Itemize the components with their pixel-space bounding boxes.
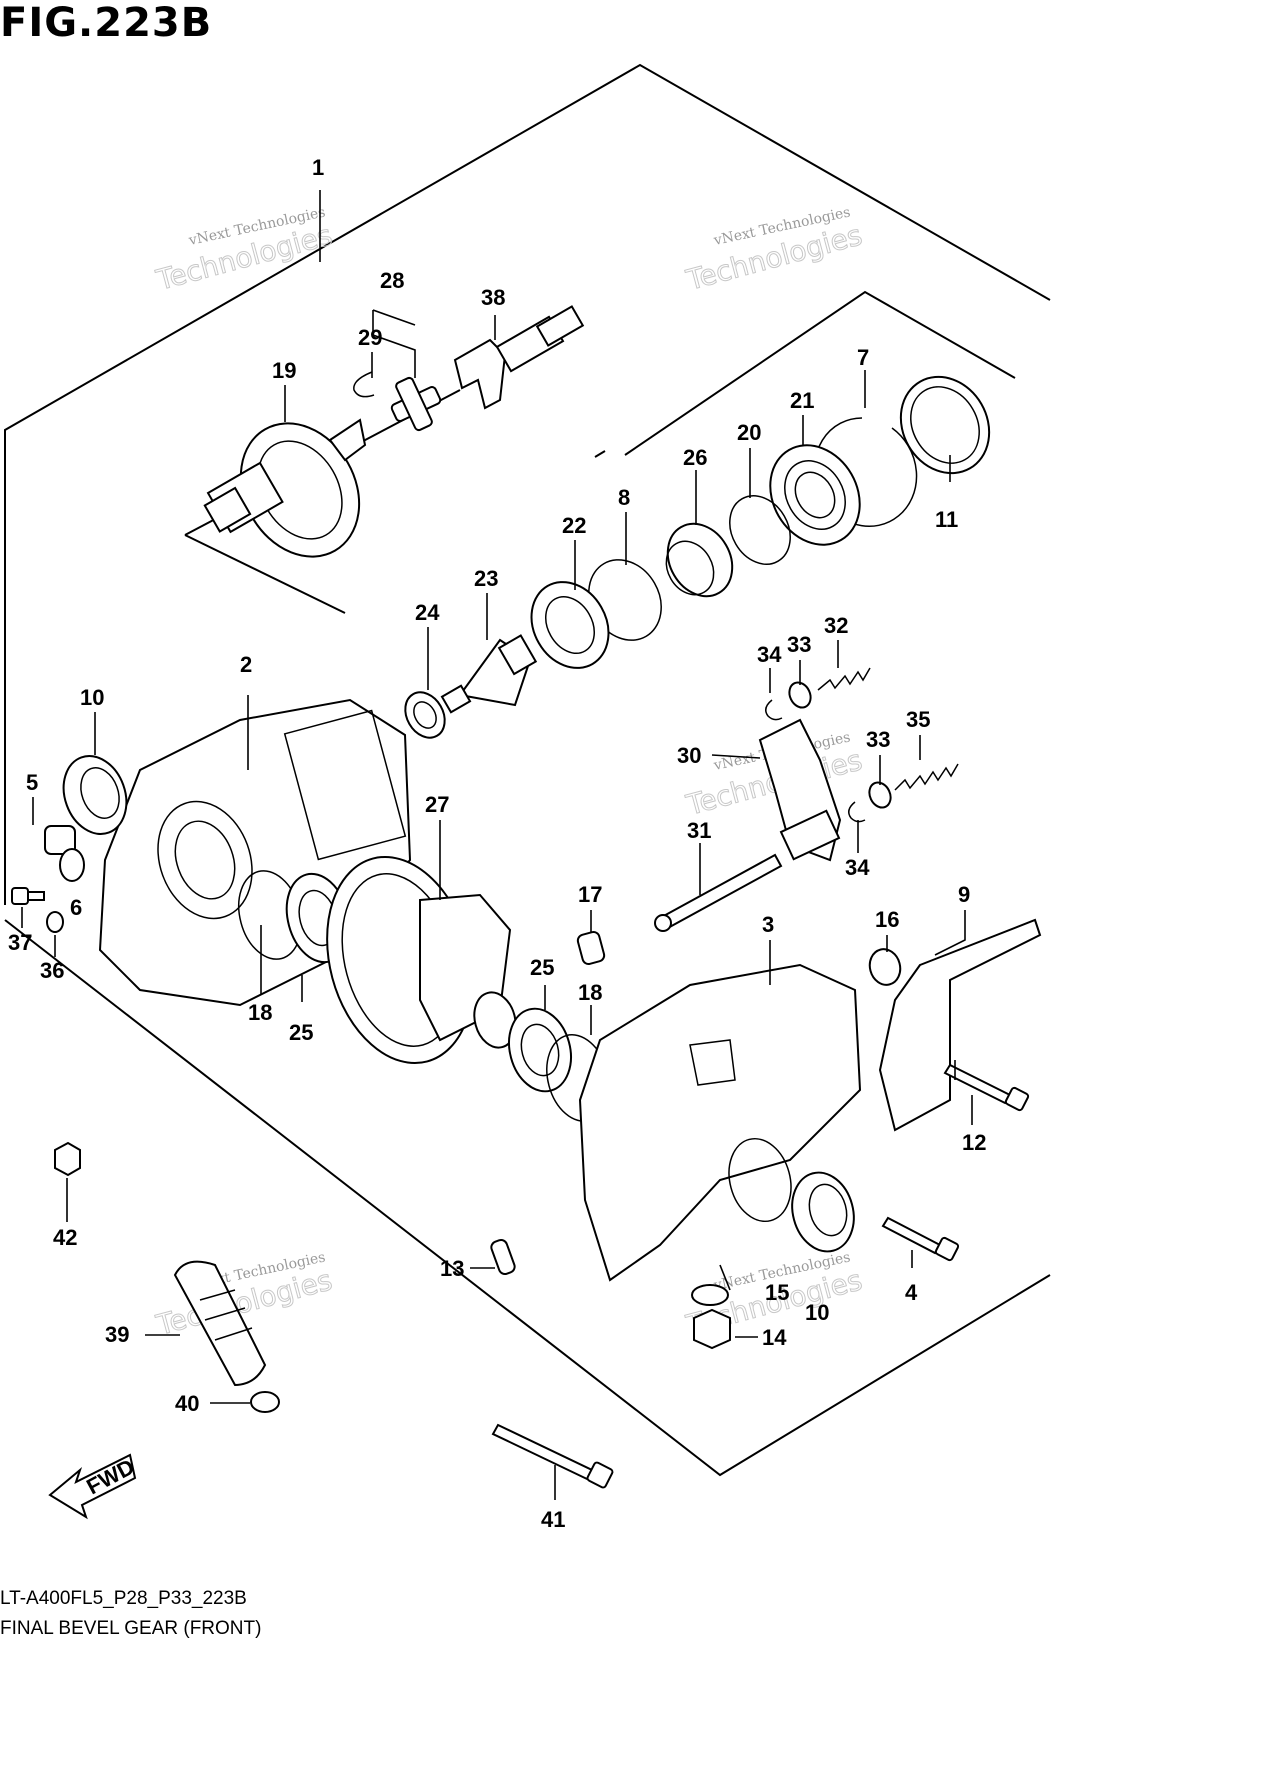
assembly-frame <box>4 63 1051 1477</box>
callout-1[interactable]: 1 <box>312 155 324 180</box>
callout-18-right[interactable]: 18 <box>578 980 602 1005</box>
part-3-gear-case[interactable] <box>578 963 862 1282</box>
part-17-bushing[interactable] <box>576 931 606 966</box>
callout-6[interactable]: 6 <box>70 895 82 920</box>
callout-10[interactable]: 10 <box>80 685 104 710</box>
part-12-bolt[interactable] <box>943 1063 1030 1112</box>
part-26-sleeve[interactable] <box>655 512 745 608</box>
callout-11[interactable]: 11 <box>935 507 958 532</box>
callout-20[interactable]: 20 <box>737 420 761 445</box>
part-19-flange[interactable] <box>203 402 383 578</box>
part-21-bearing[interactable] <box>753 429 878 561</box>
part-41-bolt[interactable] <box>491 1423 614 1489</box>
figure-code: LT-A400FL5_P28_P33_223B <box>0 1588 247 1609</box>
part-9-bracket[interactable] <box>878 918 1042 1132</box>
leader-lines <box>21 190 973 1500</box>
part-38-yoke-shaft[interactable] <box>453 305 585 410</box>
callout-34-lower[interactable]: 34 <box>845 855 870 880</box>
callout-19[interactable]: 19 <box>272 358 296 383</box>
callout-42[interactable]: 42 <box>53 1225 77 1250</box>
part-30-shift-fork[interactable] <box>758 718 842 862</box>
callout-32[interactable]: 32 <box>824 613 848 638</box>
figure-title: FIG.223B <box>0 0 213 46</box>
callout-5[interactable]: 5 <box>26 770 38 795</box>
part-16-bushing[interactable] <box>866 946 904 989</box>
callout-41[interactable]: 41 <box>541 1507 565 1532</box>
part-22-bearing[interactable] <box>516 568 623 682</box>
fwd-arrow-icon: FWD <box>48 1453 138 1520</box>
callout-7[interactable]: 7 <box>857 345 869 370</box>
callout-16[interactable]: 16 <box>875 907 899 932</box>
fwd-label: FWD <box>82 1454 138 1500</box>
part-34-circlip[interactable] <box>848 801 866 823</box>
callout-15[interactable]: 15 <box>765 1280 789 1305</box>
callout-33[interactable]: 33 <box>787 632 811 657</box>
part-33-washer[interactable] <box>865 779 894 811</box>
callout-24[interactable]: 24 <box>415 600 440 625</box>
callout-23[interactable]: 23 <box>474 566 498 591</box>
callout-38[interactable]: 38 <box>481 285 505 310</box>
callout-3[interactable]: 3 <box>762 912 774 937</box>
part-35-spring[interactable] <box>894 763 959 791</box>
callout-21[interactable]: 21 <box>790 388 814 413</box>
callout-25[interactable]: 25 <box>289 1020 313 1045</box>
part-4-bolt[interactable] <box>881 1216 960 1262</box>
part-31-shift-shaft[interactable] <box>654 853 783 932</box>
callout-35[interactable]: 35 <box>906 707 930 732</box>
part-15-washer[interactable] <box>691 1284 729 1306</box>
part-39-boot[interactable] <box>173 1260 267 1387</box>
part-32-spring[interactable] <box>817 667 871 691</box>
part-14-nut[interactable] <box>693 1308 731 1350</box>
part-42-nut[interactable] <box>54 1141 81 1177</box>
part-36-washer[interactable] <box>46 911 64 933</box>
callout-4[interactable]: 4 <box>905 1280 918 1305</box>
callout-30[interactable]: 30 <box>677 743 701 768</box>
callout-33-lower[interactable]: 33 <box>866 727 890 752</box>
part-40-clamp[interactable] <box>250 1391 280 1413</box>
part-6-gasket[interactable] <box>59 848 85 882</box>
callout-22[interactable]: 22 <box>562 513 586 538</box>
part-33-washer[interactable] <box>785 679 814 711</box>
callout-13[interactable]: 13 <box>440 1256 464 1281</box>
callout-25-right[interactable]: 25 <box>530 955 554 980</box>
callout-14[interactable]: 14 <box>762 1325 787 1350</box>
part-23-pinion-gear[interactable] <box>440 634 538 714</box>
callout-28[interactable]: 28 <box>380 268 404 293</box>
callout-39[interactable]: 39 <box>105 1322 129 1347</box>
part-24-needle-bearing[interactable] <box>397 685 452 745</box>
callout-10-lower[interactable]: 10 <box>805 1300 829 1325</box>
callout-8[interactable]: 8 <box>618 485 630 510</box>
callout-29[interactable]: 29 <box>358 325 382 350</box>
part-10-oil-seal[interactable] <box>53 747 137 843</box>
part-27-ring-gear[interactable] <box>305 840 521 1079</box>
callout-27[interactable]: 27 <box>425 792 449 817</box>
callout-18[interactable]: 18 <box>248 1000 272 1025</box>
part-11-oil-seal[interactable] <box>884 361 1007 490</box>
callout-40[interactable]: 40 <box>175 1391 199 1416</box>
callouts: 1 2 3 4 5 6 7 8 9 10 10 11 12 13 14 15 1… <box>8 155 986 1532</box>
callout-34[interactable]: 34 <box>757 642 782 667</box>
part-20-circlip[interactable] <box>718 485 802 575</box>
callout-17[interactable]: 17 <box>578 882 602 907</box>
callout-26[interactable]: 26 <box>683 445 707 470</box>
callout-2[interactable]: 2 <box>240 652 252 677</box>
callout-12[interactable]: 12 <box>962 1130 986 1155</box>
figure-description: FINAL BEVEL GEAR (FRONT) <box>0 1618 262 1639</box>
part-37-bolt[interactable] <box>11 887 45 905</box>
part-10-oil-seal[interactable] <box>784 1166 863 1259</box>
callout-36[interactable]: 36 <box>40 958 64 983</box>
part-29-circlip[interactable] <box>353 371 375 398</box>
callout-9[interactable]: 9 <box>958 882 970 907</box>
callout-31[interactable]: 31 <box>687 818 711 843</box>
part-34-circlip[interactable] <box>765 699 783 721</box>
callout-37[interactable]: 37 <box>8 930 32 955</box>
part-13-dowel-pin[interactable] <box>490 1238 517 1276</box>
part-5-plug[interactable] <box>44 825 76 855</box>
part-28-spider[interactable] <box>390 376 442 432</box>
